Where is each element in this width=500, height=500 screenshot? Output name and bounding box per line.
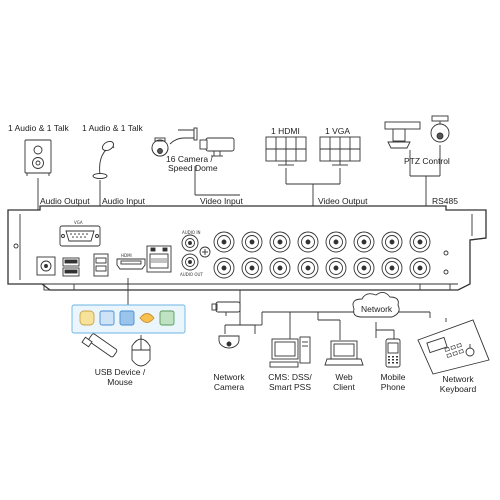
bnc-video-inputs: [213, 231, 431, 279]
bnc-connector: [241, 257, 263, 279]
video-output-label: Video Output: [318, 196, 368, 206]
bnc-connector: [353, 257, 375, 279]
vga-label: 1 VGA: [325, 126, 351, 136]
alarm-terminal: [93, 253, 109, 277]
web-client-label-line1: Web: [335, 372, 353, 382]
network-camera-label-line1: Network: [213, 372, 245, 382]
bnc-connector: [325, 257, 347, 279]
lan-port: [146, 245, 172, 273]
bnc-connector: [353, 231, 375, 253]
video-input-label: Video Input: [200, 196, 243, 206]
bnc-connector: [409, 231, 431, 253]
vga-port: [59, 225, 101, 247]
ptz-control-label: PTZ Control: [404, 156, 450, 166]
speaker-icon: [24, 139, 52, 176]
network-keyboard-icon: [417, 319, 490, 375]
bnc-connector: [241, 231, 263, 253]
audio-ports: [181, 234, 211, 271]
bnc-connector: [381, 257, 403, 279]
mouse-icon: [131, 335, 151, 367]
mobile-phone-icon: [385, 338, 401, 368]
network-keyboard-label-line1: Network: [442, 374, 474, 384]
network-keyboard-label-line2: Keyboard: [439, 384, 477, 394]
network-camera-label-line2: Camera: [213, 382, 245, 392]
panel-vga-label: VGA: [74, 220, 83, 225]
usb-label-line1: USB Device /: [94, 367, 146, 377]
microphone-icon: [92, 140, 115, 179]
audio-talk-label-right: 1 Audio & 1 Talk: [82, 123, 143, 133]
bnc-connector: [381, 231, 403, 253]
web-client-label-line2: Client: [333, 382, 355, 392]
camera-label-line1: 16 Camera /: [166, 154, 213, 164]
panel-audio-out-label: AUDIO OUT: [180, 272, 203, 277]
usb-ports: [62, 257, 80, 277]
cms-computer-icon: [269, 336, 311, 368]
ptz-camera-icon: [384, 115, 450, 149]
usb-icon-tray: [71, 304, 186, 334]
bnc-connector: [213, 257, 235, 279]
bnc-connector: [325, 231, 347, 253]
hdmi-port: [116, 258, 146, 270]
cms-label-line1: CMS: DSS/: [268, 372, 312, 382]
panel-audio-in-label: AUDIO IN: [182, 230, 201, 235]
mobile-phone-label-line1: Mobile: [380, 372, 406, 382]
camera-label-line2: Speed Dome: [168, 163, 218, 173]
power-jack: [36, 256, 56, 276]
speed-dome-icon: [151, 127, 198, 157]
bnc-connector: [213, 231, 235, 253]
bnc-connector: [297, 257, 319, 279]
usb-label-line2: Mouse: [107, 377, 133, 387]
network-camera-icon: [211, 301, 241, 349]
rs485-label: RS485: [432, 196, 458, 206]
vga-monitor-icon: [319, 136, 361, 166]
panel-hdmi-label: HDMI: [121, 253, 132, 258]
mobile-phone-label-line2: Phone: [380, 382, 406, 392]
hdmi-label: 1 HDMI: [271, 126, 300, 136]
bnc-connector: [297, 231, 319, 253]
hdmi-monitor-icon: [265, 136, 307, 166]
audio-input-label: Audio Input: [102, 196, 146, 206]
network-cloud-icon: [352, 292, 400, 318]
audio-output-label: Audio Output: [40, 196, 90, 206]
bnc-connector: [269, 231, 291, 253]
laptop-icon: [324, 340, 364, 366]
usb-stick-icon: [81, 333, 118, 358]
cms-label-line2: Smart PSS: [268, 382, 312, 392]
bnc-connector: [409, 257, 431, 279]
box-camera-icon: [199, 137, 235, 157]
bnc-connector: [269, 257, 291, 279]
network-label: Network: [361, 304, 393, 314]
audio-talk-label-left: 1 Audio & 1 Talk: [8, 123, 69, 133]
